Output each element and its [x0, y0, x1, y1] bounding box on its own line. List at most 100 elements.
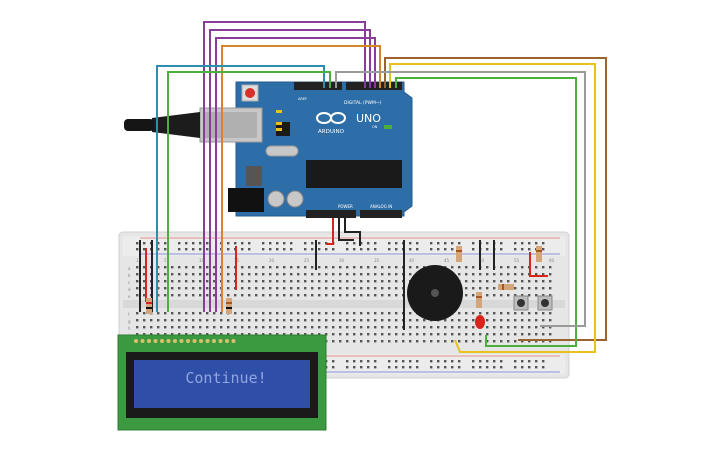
- breadboard-hole: [325, 266, 328, 269]
- breadboard-hole: [500, 273, 503, 276]
- breadboard-hole: [185, 242, 188, 245]
- breadboard-hole: [521, 333, 524, 336]
- breadboard-hole: [514, 360, 517, 363]
- breadboard-hole: [143, 242, 146, 245]
- breadboard-hole: [500, 312, 503, 315]
- breadboard-hole: [549, 287, 552, 290]
- breadboard-hole: [472, 326, 475, 329]
- breadboard-hole: [276, 319, 279, 322]
- breadboard-hole: [143, 326, 146, 329]
- breadboard-hole: [304, 273, 307, 276]
- breadboard-hole: [346, 280, 349, 283]
- breadboard-hole: [255, 333, 258, 336]
- breadboard-hole: [472, 333, 475, 336]
- breadboard-hole: [157, 248, 160, 251]
- breadboard-hole: [472, 242, 475, 245]
- breadboard-hole: [528, 340, 531, 343]
- breadboard-hole: [388, 340, 391, 343]
- breadboard-hole: [402, 366, 405, 369]
- breadboard-hole: [430, 326, 433, 329]
- breadboard-hole: [290, 266, 293, 269]
- breadboard-hole: [346, 312, 349, 315]
- breadboard-row-letter: b: [128, 273, 131, 278]
- breadboard-hole: [192, 294, 195, 297]
- breadboard-hole: [437, 360, 440, 363]
- breadboard-hole: [185, 248, 188, 251]
- breadboard-hole: [311, 326, 314, 329]
- breadboard-hole: [486, 366, 489, 369]
- breadboard-hole: [269, 280, 272, 283]
- breadboard-hole: [367, 242, 370, 245]
- breadboard-hole: [157, 326, 160, 329]
- breadboard-hole: [500, 266, 503, 269]
- breadboard-hole: [304, 294, 307, 297]
- breadboard-hole: [311, 242, 314, 245]
- breadboard-hole: [290, 312, 293, 315]
- breadboard-hole: [346, 340, 349, 343]
- breadboard-hole: [255, 273, 258, 276]
- breadboard-hole: [143, 266, 146, 269]
- breadboard-hole: [381, 266, 384, 269]
- breadboard-hole: [542, 280, 545, 283]
- breadboard-hole: [521, 312, 524, 315]
- breadboard-hole: [241, 248, 244, 251]
- breadboard-hole: [206, 242, 209, 245]
- breadboard-hole: [535, 266, 538, 269]
- breadboard-hole: [255, 319, 258, 322]
- breadboard-hole: [409, 273, 412, 276]
- breadboard-hole: [311, 287, 314, 290]
- aref-label: AREF: [298, 97, 307, 101]
- breadboard-hole: [458, 242, 461, 245]
- breadboard-hole: [353, 333, 356, 336]
- breadboard-hole: [528, 287, 531, 290]
- breadboard-hole: [325, 319, 328, 322]
- breadboard-hole: [185, 312, 188, 315]
- breadboard-hole: [521, 287, 524, 290]
- lcd-pin: [212, 339, 216, 343]
- breadboard-row-number: 20: [269, 258, 275, 263]
- breadboard-hole: [360, 294, 363, 297]
- breadboard-hole: [206, 248, 209, 251]
- breadboard-hole: [332, 273, 335, 276]
- breadboard-hole: [339, 273, 342, 276]
- breadboard-hole: [486, 273, 489, 276]
- push-buttons: [513, 295, 553, 311]
- breadboard-hole: [192, 326, 195, 329]
- breadboard-hole: [199, 319, 202, 322]
- breadboard-hole: [304, 326, 307, 329]
- breadboard-hole: [388, 366, 391, 369]
- breadboard-hole: [458, 340, 461, 343]
- breadboard-hole: [304, 242, 307, 245]
- breadboard-hole: [276, 287, 279, 290]
- breadboard-hole: [409, 326, 412, 329]
- breadboard-hole: [297, 333, 300, 336]
- digital-header-label: DIGITAL (PWM~): [344, 100, 382, 106]
- breadboard-hole: [528, 248, 531, 251]
- breadboard-hole: [332, 360, 335, 363]
- breadboard-hole: [542, 287, 545, 290]
- breadboard-hole: [206, 312, 209, 315]
- breadboard-hole: [332, 280, 335, 283]
- breadboard-hole: [276, 248, 279, 251]
- breadboard-hole: [227, 273, 230, 276]
- breadboard-hole: [332, 287, 335, 290]
- breadboard-hole: [213, 287, 216, 290]
- breadboard-hole: [178, 319, 181, 322]
- breadboard-hole: [409, 248, 412, 251]
- breadboard-hole: [388, 248, 391, 251]
- breadboard-hole: [514, 287, 517, 290]
- breadboard-hole: [521, 366, 524, 369]
- breadboard-hole: [437, 366, 440, 369]
- breadboard-hole: [283, 273, 286, 276]
- breadboard-hole: [353, 280, 356, 283]
- breadboard-hole: [465, 333, 468, 336]
- breadboard-hole: [360, 326, 363, 329]
- breadboard-hole: [472, 319, 475, 322]
- breadboard-hole: [367, 340, 370, 343]
- breadboard-hole: [241, 266, 244, 269]
- breadboard-hole: [374, 366, 377, 369]
- breadboard-hole: [283, 242, 286, 245]
- breadboard-hole: [206, 280, 209, 283]
- breadboard-hole: [360, 273, 363, 276]
